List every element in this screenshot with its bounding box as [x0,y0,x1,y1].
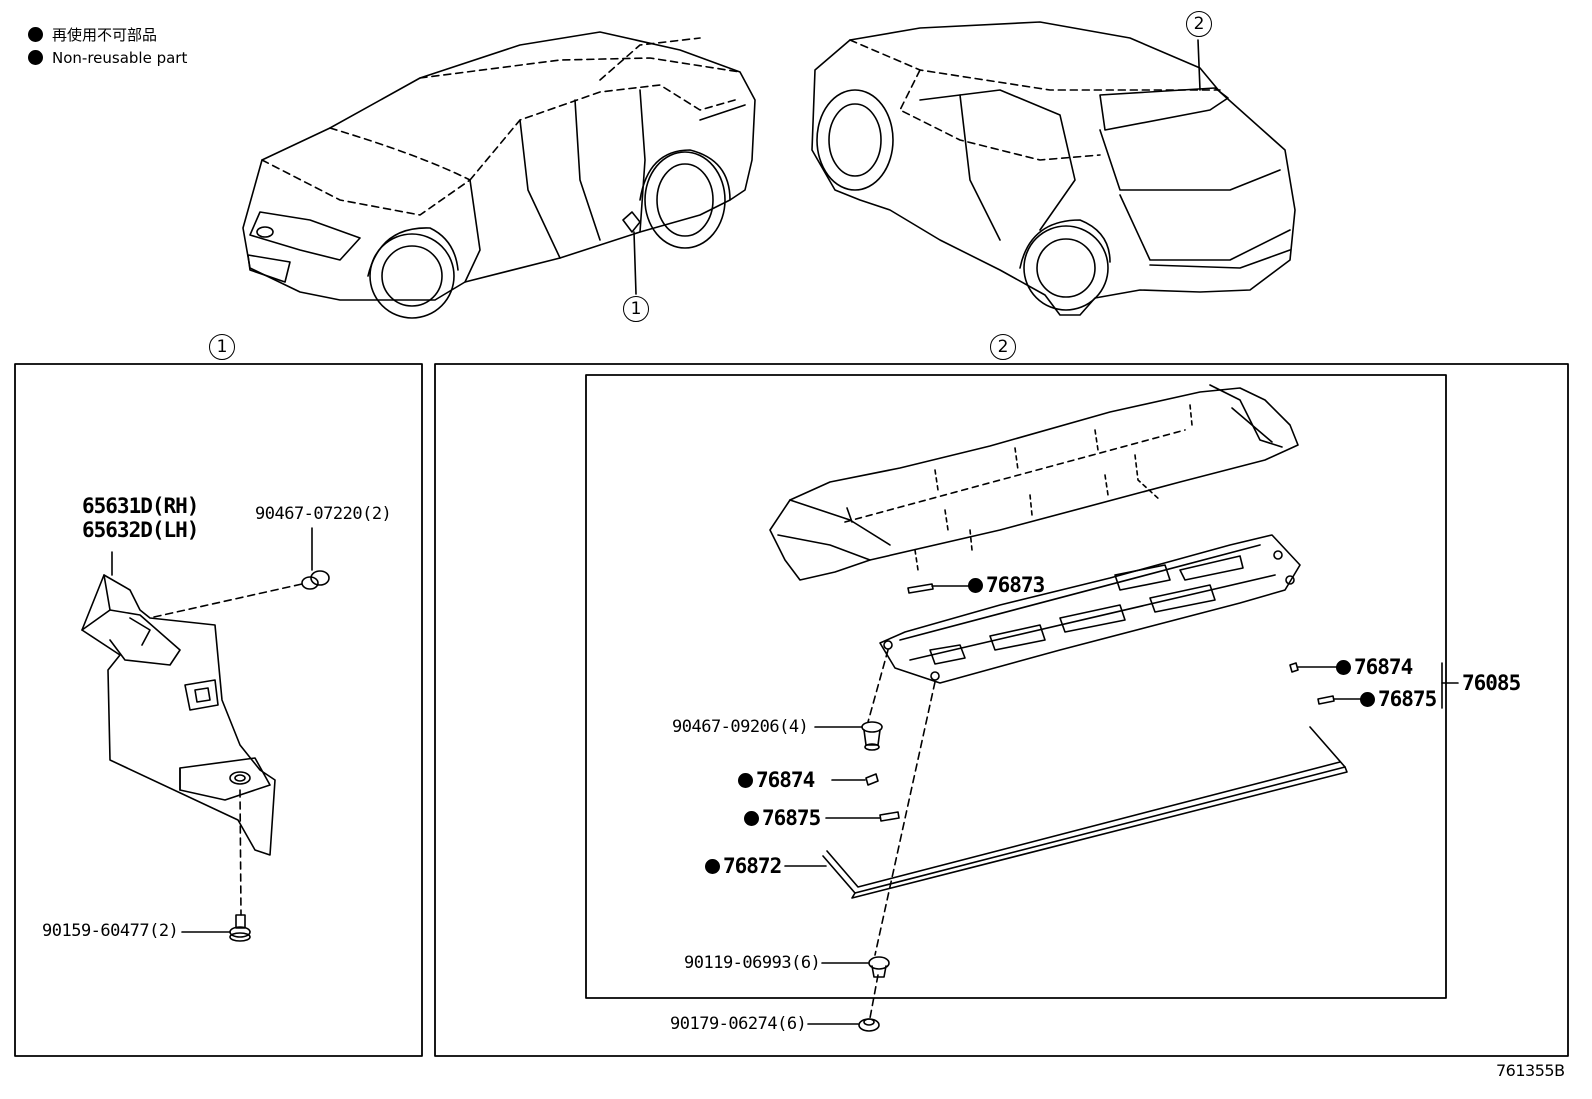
callout-1-panel: 1 [209,334,235,360]
bullet-icon [28,27,43,42]
nut-90119-06993-drawing [868,956,890,978]
bracket-plate-drawing [879,534,1301,684]
strip-76875-right-drawing [1317,695,1335,705]
spoiler-drawing [769,384,1299,581]
strip-76874-left-drawing [865,773,879,786]
part-number: 76875 [762,806,821,830]
part-label-76872: 76872 [705,854,782,878]
part-label-90119-06993: 90119-06993(6) [684,953,821,973]
part-label-90159-60477: 90159-60477(2) [42,921,179,941]
part-label-90467-09206: 90467-09206(4) [672,717,809,737]
part-label-90179-06274: 90179-06274(6) [670,1014,807,1034]
strip-76875-left-drawing [879,811,900,822]
non-reusable-icon [1360,692,1375,707]
non-reusable-icon [705,859,720,874]
part-number: 76874 [756,768,815,792]
legend-item-jp: 再使用不可部品 [28,24,157,45]
strip-76874-right-drawing [1289,662,1299,673]
callout-2-panel: 2 [990,334,1016,360]
panel-2-inner-frame [585,374,1447,999]
seal-strip-76872-drawing [822,726,1348,899]
figure-id: 761355B [1496,1061,1565,1080]
mudguard-drawing [81,574,276,856]
part-label-76874-left: 76874 [738,768,815,792]
part-label-76875-right: 76875 [1360,687,1437,711]
part-number: 76875 [1378,687,1437,711]
part-number: 76873 [986,573,1045,597]
clip-90467-09206-drawing [861,721,883,751]
clip-90467-07220-drawing [301,570,330,590]
non-reusable-icon [968,578,983,593]
part-label-76875-left: 76875 [744,806,821,830]
part-number: 76874 [1354,655,1413,679]
car-front-view [242,31,756,319]
non-reusable-icon [744,811,759,826]
legend-item-en: Non-reusable part [28,49,187,67]
panel-1-frame [14,363,423,1057]
part-number: 76872 [723,854,782,878]
non-reusable-icon [738,773,753,788]
part-label-76873: 76873 [968,573,1045,597]
legend-text-jp: 再使用不可部品 [52,26,158,44]
car-rear-view [811,21,1296,316]
part-label-rh: 65631D(RH) [82,494,199,518]
part-label-76085: 76085 [1462,671,1521,695]
part-label-90467-07220: 90467-07220(2) [255,504,392,524]
screw-90159-60477-drawing [229,914,251,942]
panel-2-frame [434,363,1569,1057]
part-label-lh: 65632D(LH) [82,518,199,542]
legend-text-en: Non-reusable part [52,49,188,67]
nut-90179-06274-drawing [858,1018,880,1032]
part-label-76874-right: 76874 [1336,655,1413,679]
callout-2-car: 2 [1186,11,1212,37]
callout-1-car: 1 [623,296,649,322]
non-reusable-icon [1336,660,1351,675]
bullet-icon [28,50,43,65]
strip-76873-drawing [907,583,934,594]
